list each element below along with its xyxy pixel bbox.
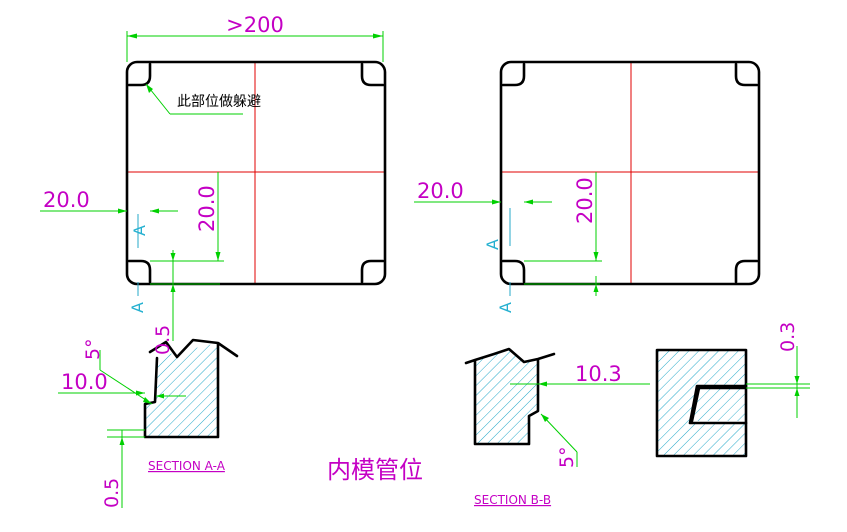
section-mark-a-top: A	[130, 225, 149, 236]
corner-relief-tl-2	[501, 62, 526, 87]
overall-width-dimension: >200	[226, 13, 284, 37]
left-horizontal-dimension: 20.0	[43, 188, 90, 212]
section-mark-b-top: A	[483, 239, 502, 250]
left-vertical-dimension: 20.0	[195, 185, 219, 232]
section-b-gap: 0.3	[777, 322, 799, 352]
corner-relief-br	[360, 259, 385, 284]
corner-relief-bl	[127, 259, 152, 284]
corner-relief-tr-2	[734, 62, 759, 87]
corner-relief-br-2	[734, 259, 759, 284]
section-a-offset: 10.0	[61, 370, 108, 394]
section-b-view: 10.3 5° SECTION B-B	[464, 347, 650, 507]
right-horizontal-dimension: 20.0	[417, 179, 464, 203]
section-mark-b-bottom: A	[496, 302, 515, 313]
corner-relief-tr	[360, 62, 385, 87]
insert-step-lower	[690, 386, 748, 423]
left-plan-view: >200 此部位做躲避 20.0 20.0	[40, 13, 387, 341]
insert-step-upper	[688, 384, 748, 425]
section-b-insert: 0.3	[655, 322, 810, 458]
section-b-angle: 5°	[556, 446, 578, 468]
section-mark-a-bottom: A	[128, 302, 147, 313]
insert-outline	[655, 348, 748, 458]
right-plan-view: 20.0 20.0 A A	[414, 60, 761, 313]
section-b-offset: 10.3	[575, 362, 622, 386]
section-b-profile	[464, 347, 556, 446]
section-a-view: 5° 10.0 0.5 0.5 SECTION A-A	[58, 325, 239, 508]
left-plate-outline	[125, 60, 387, 286]
section-b-label: SECTION B-B	[474, 493, 551, 507]
right-plate-outline	[499, 60, 761, 286]
right-vertical-dimension: 20.0	[573, 177, 597, 224]
corner-relief-tl	[127, 62, 152, 87]
corner-relief-bl-2	[501, 259, 526, 284]
section-a-bottom-gap: 0.5	[101, 478, 123, 508]
relief-note: 此部位做躲避	[177, 94, 261, 110]
drawing-title: 内模管位	[327, 456, 423, 484]
section-a-angle: 5°	[82, 338, 104, 360]
section-a-label: SECTION A-A	[148, 459, 226, 473]
section-a-top-gap: 0.5	[152, 325, 174, 355]
